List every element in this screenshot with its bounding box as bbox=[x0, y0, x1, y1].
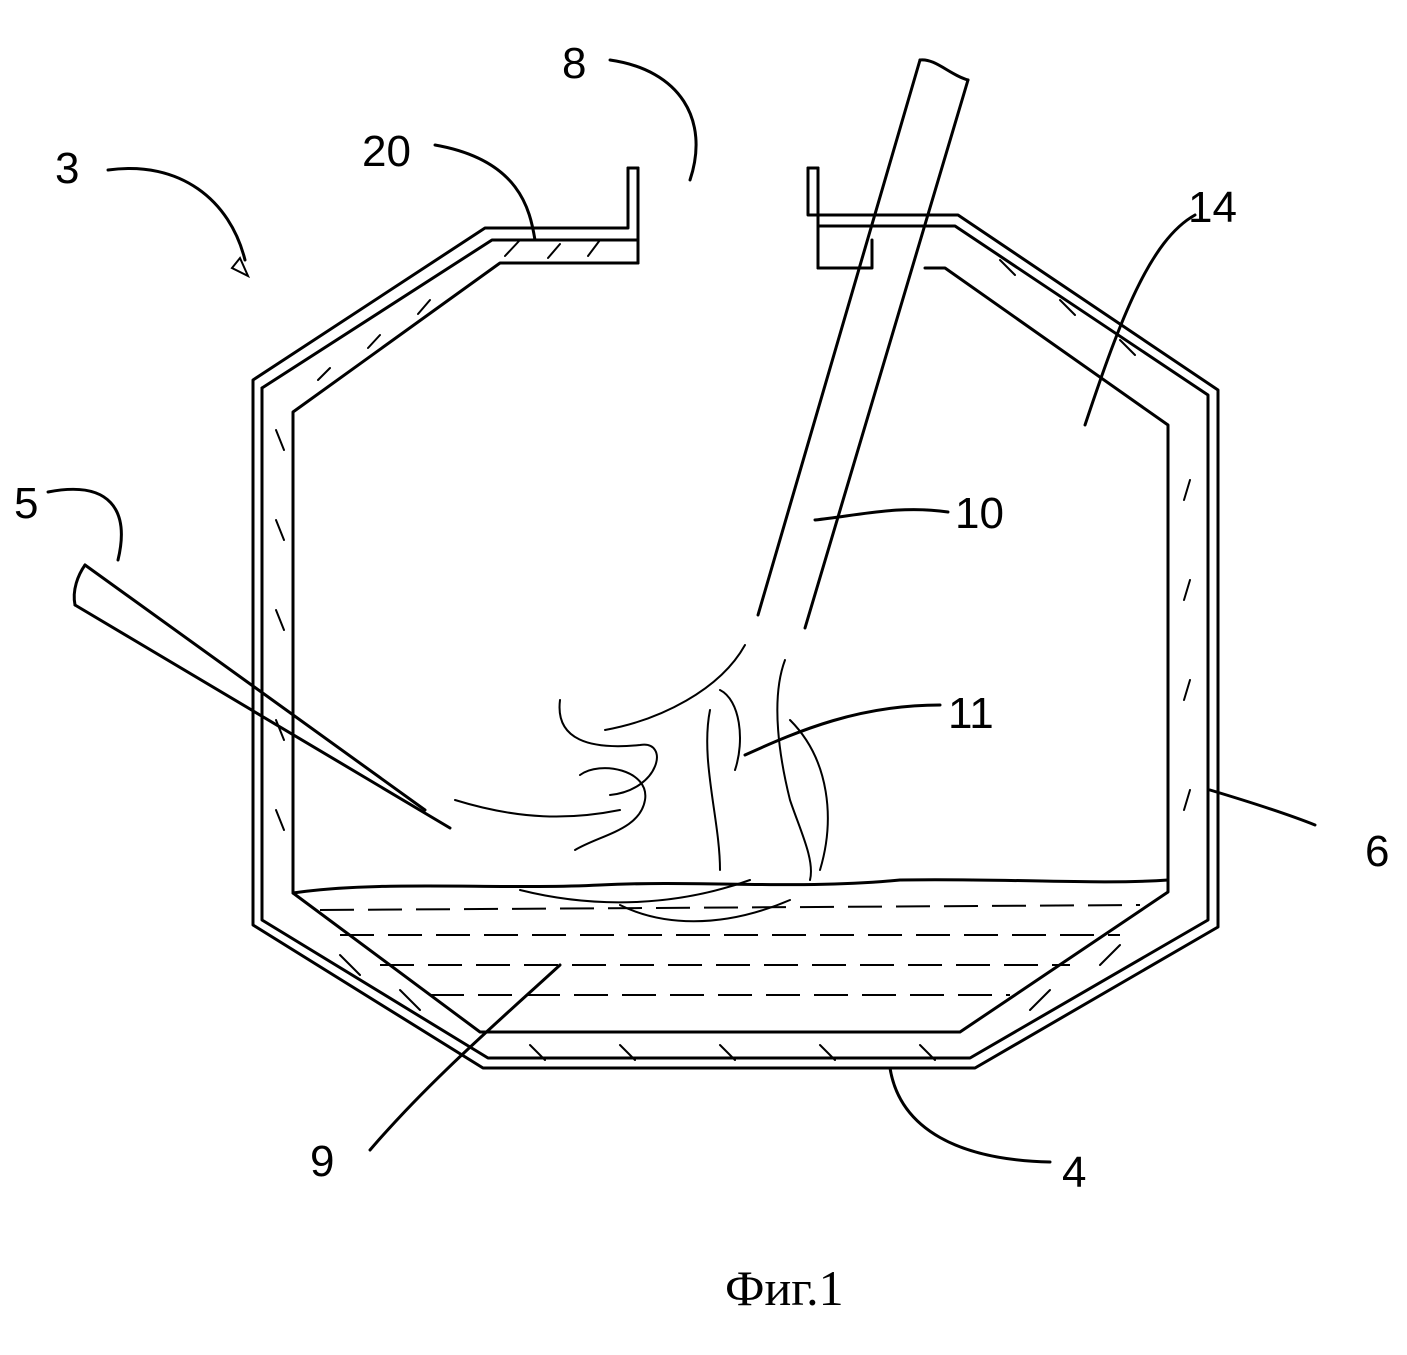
melt-bath bbox=[293, 880, 1168, 995]
lance-10 bbox=[758, 60, 968, 628]
jet-plume-11 bbox=[455, 645, 828, 921]
vessel-outer-shell bbox=[253, 168, 1218, 1068]
ref-label-4: 4 bbox=[1062, 1148, 1086, 1197]
leader-lines bbox=[48, 60, 1315, 1162]
ref-label-8: 8 bbox=[562, 39, 586, 88]
figure-caption: Фиг.1 bbox=[725, 1260, 844, 1316]
ref-label-9: 9 bbox=[310, 1137, 334, 1186]
ref-label-5: 5 bbox=[14, 479, 38, 528]
ref-label-20: 20 bbox=[362, 127, 411, 176]
ref-label-14: 14 bbox=[1188, 183, 1237, 232]
ref-label-6: 6 bbox=[1365, 827, 1389, 876]
ref-label-3: 3 bbox=[55, 144, 79, 193]
ref-label-11: 11 bbox=[948, 689, 994, 738]
ref-label-10: 10 bbox=[955, 489, 1004, 538]
